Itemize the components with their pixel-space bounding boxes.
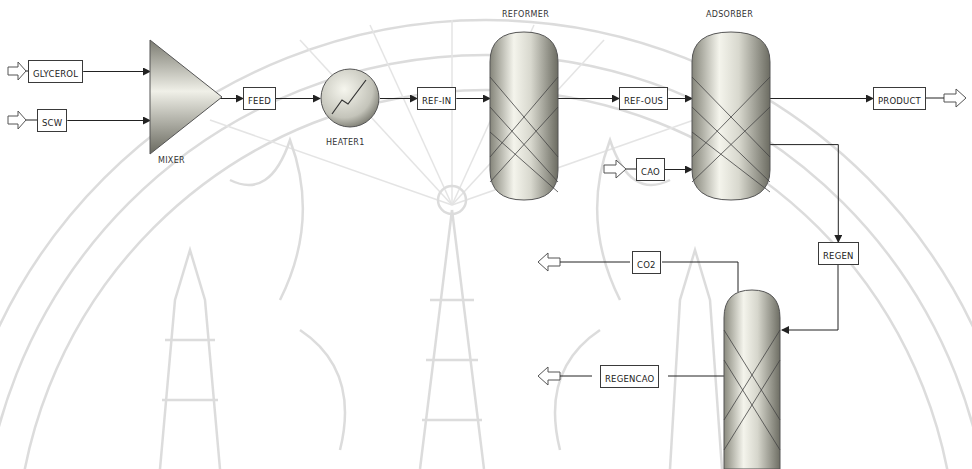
stream-name: PRODUCT <box>878 96 921 106</box>
stream-connector <box>668 98 692 99</box>
flow-line <box>560 262 630 263</box>
stream-connector <box>67 120 150 121</box>
regenerator-vessel <box>724 290 780 469</box>
mixer-symbol <box>150 40 222 154</box>
stream-name: REF-OUS <box>624 96 663 106</box>
flow-line <box>662 262 738 292</box>
stream-label: CAO <box>636 158 665 181</box>
flow-line <box>560 376 592 377</box>
heater-block: HEATER1 <box>320 68 380 128</box>
stream-label: REF-IN <box>417 87 456 110</box>
stream-name: CO2 <box>637 260 656 270</box>
stream-label: REGENCAO <box>600 365 659 388</box>
block-name: HEATER1 <box>326 138 365 147</box>
block-name: ADSORBER <box>706 10 753 19</box>
stream-label: PRODUCT <box>873 87 926 110</box>
feed-arrow <box>8 62 26 80</box>
stream-name: REF-IN <box>422 96 451 106</box>
stream-label: REGEN <box>818 242 859 265</box>
stream-connector <box>83 71 150 72</box>
vessel-block: REFORMER <box>490 32 558 200</box>
heater-symbol <box>320 68 380 128</box>
stream-name: SCW <box>42 118 62 128</box>
stream-connector <box>456 98 490 99</box>
vessel-symbol <box>692 32 770 200</box>
feed-arrow <box>604 160 626 178</box>
stream-connector <box>276 98 320 99</box>
vessel-symbol <box>490 32 558 200</box>
vessel-block: ADSORBER <box>692 32 770 200</box>
stream-name: REGENCAO <box>605 374 654 384</box>
product-arrow <box>944 89 966 107</box>
stream-connector <box>220 98 243 99</box>
stream-connector <box>380 98 417 99</box>
stream-label: GLYCEROL <box>28 60 83 83</box>
stream-name: FEED <box>248 96 271 106</box>
stream-connector <box>770 145 838 242</box>
stream-connector <box>558 98 619 99</box>
stream-label: REF-OUS <box>619 87 668 110</box>
stream-label: SCW <box>37 109 67 132</box>
outlet-arrow <box>538 253 560 271</box>
stream-name: CAO <box>641 167 660 177</box>
stream-connector <box>665 169 692 170</box>
flow-line <box>782 262 838 330</box>
feed-arrow <box>8 111 26 129</box>
mixer-block: MIXER <box>150 40 222 154</box>
flow-line <box>668 376 724 377</box>
stream-name: GLYCEROL <box>33 69 78 79</box>
stream-label: FEED <box>243 87 276 110</box>
stream-label: CO2 <box>632 251 661 274</box>
outlet-arrow <box>538 367 560 385</box>
stream-connector <box>770 98 873 99</box>
block-name: MIXER <box>158 156 185 165</box>
stream-name: REGEN <box>823 251 854 261</box>
block-name: REFORMER <box>502 10 549 19</box>
